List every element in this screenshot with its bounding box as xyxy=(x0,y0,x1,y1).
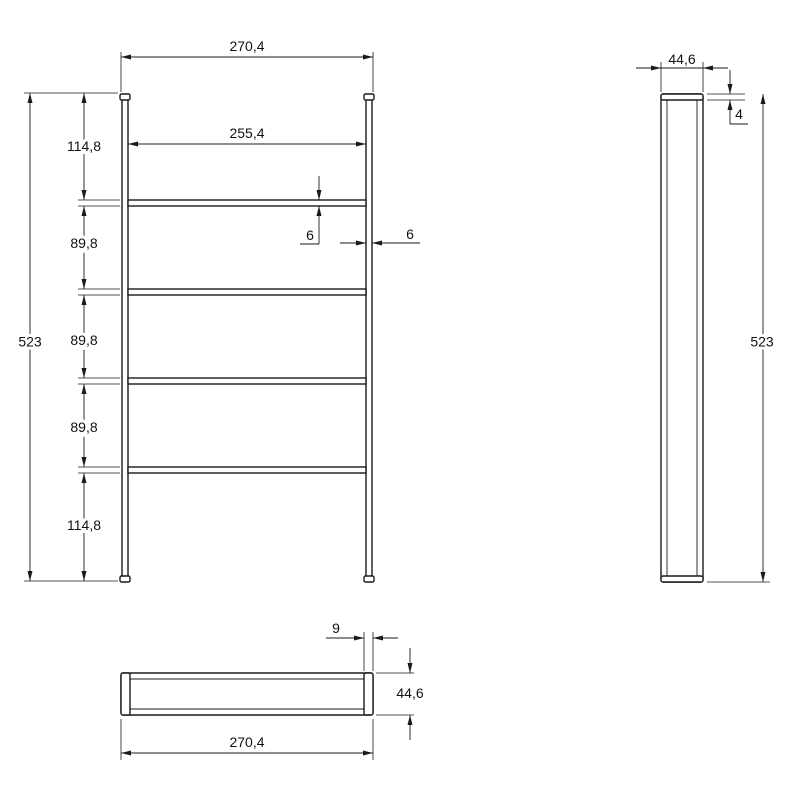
rung-4 xyxy=(127,466,367,474)
overall-width-label: 270,4 xyxy=(229,38,264,54)
dim-end-thickness: 9 xyxy=(326,620,398,671)
overall-height-label: 523 xyxy=(18,334,42,350)
dim-side-height: 523 xyxy=(707,94,777,583)
side-height-label: 523 xyxy=(750,334,774,350)
front-view: 270,4 255,4 523 xyxy=(15,38,420,583)
top-depth-label: 44,6 xyxy=(396,685,423,701)
inner-width-label: 255,4 xyxy=(229,125,264,141)
dim-cap-height: 4 xyxy=(707,70,748,125)
top-width-label: 270,4 xyxy=(229,734,264,750)
segment-2-label: 89,8 xyxy=(70,235,97,251)
bottom-segment-label: 114,8 xyxy=(67,517,101,533)
rung-1 xyxy=(127,199,367,207)
right-rail xyxy=(363,93,375,583)
side-view: 44,6 4 523 xyxy=(636,51,777,583)
rung-3 xyxy=(127,377,367,385)
rung-2 xyxy=(127,288,367,296)
segment-3-label: 89,8 xyxy=(70,332,97,348)
dim-rail-thickness: 6 xyxy=(340,226,420,246)
side-depth-label: 44,6 xyxy=(668,51,695,67)
rung-thickness-label: 6 xyxy=(306,227,314,243)
top-segment-label: 114,8 xyxy=(67,138,101,154)
dim-top-width: 270,4 xyxy=(120,719,374,760)
dim-side-depth: 44,6 xyxy=(636,51,728,92)
top-view: 9 44,6 270,4 xyxy=(120,620,427,760)
rail-thickness-label: 6 xyxy=(406,226,414,242)
rungs xyxy=(127,199,367,474)
dim-overall-height: 523 xyxy=(15,92,118,582)
dim-overall-width: 270,4 xyxy=(120,38,374,92)
left-rail xyxy=(119,93,131,583)
end-thickness-label: 9 xyxy=(332,620,340,636)
dim-rung-thickness: 6 xyxy=(300,176,322,245)
dim-top-depth: 44,6 xyxy=(376,648,427,740)
dim-segment-chain: 114,8 89,8 89,8 89,8 114,8 xyxy=(64,93,120,581)
cap-height-label: 4 xyxy=(735,106,743,122)
dim-inner-width: 255,4 xyxy=(128,125,366,147)
segment-4-label: 89,8 xyxy=(70,419,97,435)
